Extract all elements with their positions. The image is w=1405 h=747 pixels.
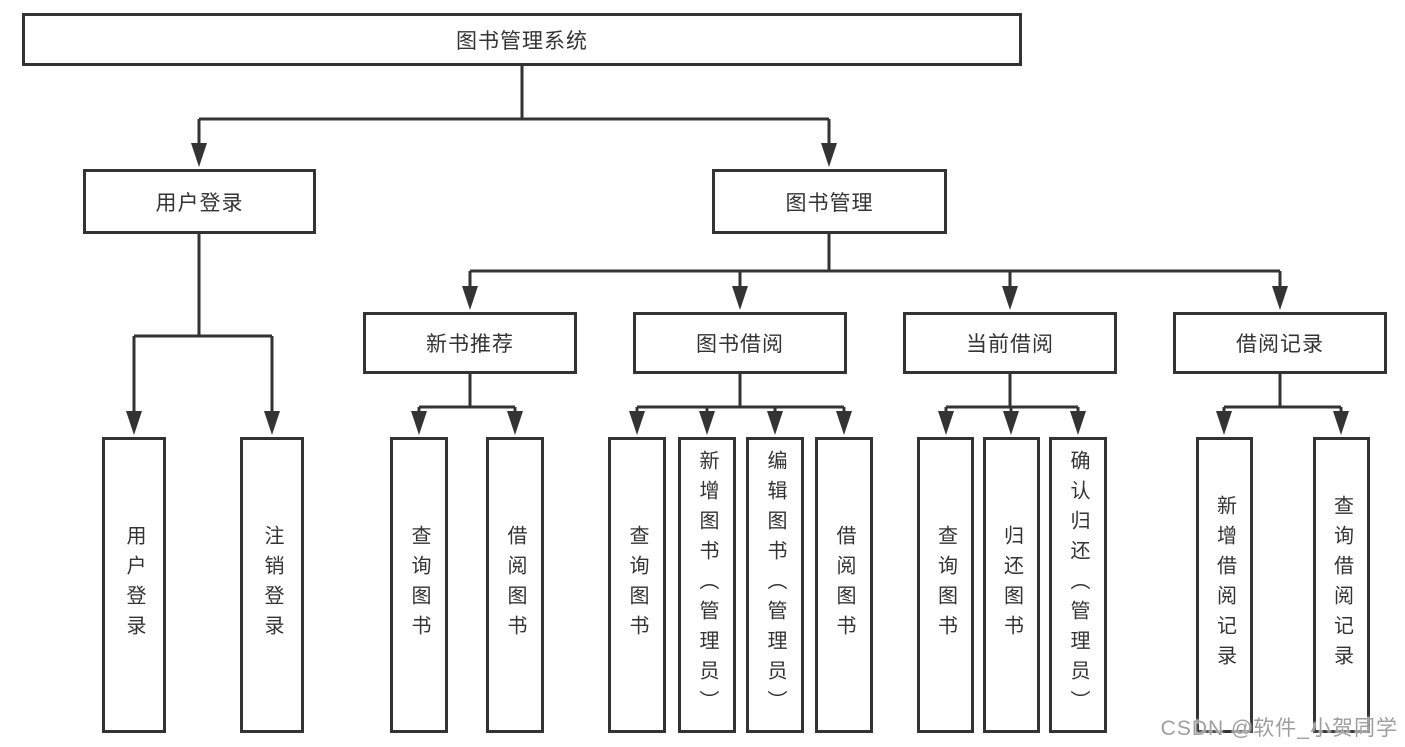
- node-label: 归还图书: [1000, 525, 1023, 645]
- leaf-logout: 注销登录: [240, 437, 304, 733]
- leaf-query-books-recommend: 查询图书: [390, 437, 448, 733]
- node-current-borrowing: 当前借阅: [903, 312, 1117, 374]
- leaf-borrow-books-borrowing: 借阅图书: [815, 437, 873, 733]
- node-label: 查询借阅记录: [1330, 495, 1353, 675]
- leaf-query-books-borrowing: 查询图书: [608, 437, 666, 733]
- node-label: 确认归还（管理员）: [1067, 450, 1089, 720]
- node-label: 新书推荐: [426, 333, 514, 356]
- node-label: 图书借阅: [696, 333, 784, 356]
- node-book-management: 图书管理: [712, 169, 947, 234]
- node-label: 查询图书: [626, 525, 648, 645]
- csdn-watermark: CSDN @软件_小贺同学: [1160, 717, 1398, 740]
- node-label: 图书管理系统: [456, 29, 588, 53]
- node-label: 用户登录: [123, 525, 145, 645]
- node-label: 用户登录: [155, 191, 244, 215]
- node-borrowing-records: 借阅记录: [1173, 312, 1387, 374]
- node-label: 借阅记录: [1236, 333, 1324, 356]
- node-label: 新增借阅记录: [1213, 495, 1236, 675]
- node-label: 查询图书: [934, 525, 957, 645]
- leaf-add-borrow-record: 新增借阅记录: [1196, 437, 1253, 733]
- leaf-add-book-admin: 新增图书（管理员）: [678, 437, 736, 733]
- node-label: 借阅图书: [833, 525, 855, 645]
- node-label: 查询图书: [408, 525, 430, 645]
- leaf-return-books: 归还图书: [983, 437, 1040, 733]
- leaf-user-login: 用户登录: [102, 437, 166, 733]
- node-label: 新增图书（管理员）: [696, 450, 718, 720]
- node-user-login: 用户登录: [83, 169, 316, 234]
- leaf-query-borrow-record: 查询借阅记录: [1313, 437, 1370, 733]
- leaf-confirm-return-admin: 确认归还（管理员）: [1049, 437, 1107, 733]
- node-book-borrowing: 图书借阅: [633, 312, 847, 374]
- node-library-management-system: 图书管理系统: [22, 13, 1022, 66]
- node-label: 编辑图书（管理员）: [764, 450, 786, 720]
- leaf-edit-book-admin: 编辑图书（管理员）: [746, 437, 804, 733]
- node-label: 当前借阅: [966, 333, 1054, 356]
- node-new-book-recommendation: 新书推荐: [363, 312, 577, 374]
- node-label: 借阅图书: [504, 525, 526, 645]
- leaf-query-books-current: 查询图书: [917, 437, 974, 733]
- leaf-borrow-books-recommend: 借阅图书: [486, 437, 544, 733]
- node-label: 注销登录: [261, 525, 283, 645]
- node-label: 图书管理: [785, 191, 874, 215]
